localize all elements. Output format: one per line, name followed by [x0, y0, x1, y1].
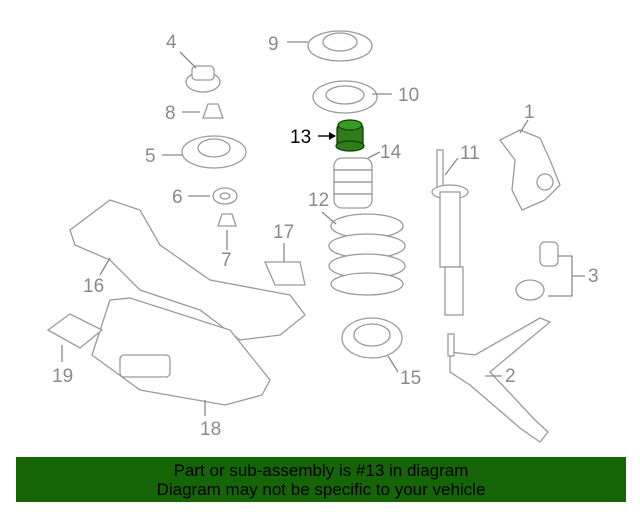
part-7-nut[interactable]	[217, 213, 237, 227]
callout-19[interactable]: 19	[52, 366, 73, 387]
callout-6[interactable]: 6	[172, 187, 183, 208]
part-3-bushings[interactable]	[515, 241, 559, 301]
part-6-washer[interactable]	[212, 187, 238, 205]
callout-2[interactable]: 2	[505, 366, 516, 387]
notice-line-2: Diagram may not be specific to your vehi…	[156, 480, 486, 499]
callout-9[interactable]: 9	[268, 34, 279, 55]
part-15-lower-spring-pad[interactable]	[341, 317, 403, 359]
part-2-control-arm[interactable]	[447, 317, 552, 443]
part-10-spring-pad[interactable]	[312, 80, 378, 114]
callout-4[interactable]: 4	[166, 32, 177, 53]
part-5-upper-mount[interactable]	[181, 135, 247, 169]
part-16-subframe[interactable]	[69, 199, 306, 341]
part-4-strut-mount[interactable]	[185, 65, 221, 93]
diagram-notice-banner: Part or sub-assembly is #13 in diagram D…	[16, 457, 626, 502]
callout-12[interactable]: 12	[308, 190, 329, 211]
part-8-bump-cap[interactable]	[202, 103, 224, 119]
part-14-dust-boot[interactable]	[333, 157, 373, 209]
callout-15[interactable]: 15	[400, 368, 421, 389]
callout-16[interactable]: 16	[83, 276, 104, 297]
callout-8[interactable]: 8	[165, 103, 176, 124]
callout-5[interactable]: 5	[145, 146, 156, 167]
part-11-strut[interactable]	[431, 149, 469, 316]
part-17-bracket[interactable]	[264, 261, 306, 286]
part-12-coil-spring[interactable]	[328, 213, 406, 296]
callout-3[interactable]: 3	[588, 266, 599, 287]
part-18-splash-shield[interactable]	[91, 297, 271, 406]
callout-10[interactable]: 10	[398, 85, 419, 106]
part-9-spring-seat[interactable]	[307, 30, 373, 62]
callout-7[interactable]: 7	[221, 250, 232, 271]
callout-17[interactable]: 17	[273, 222, 294, 243]
callout-1[interactable]: 1	[524, 102, 535, 123]
callout-11[interactable]: 11	[460, 143, 480, 164]
part-1-steering-knuckle[interactable]	[499, 129, 561, 211]
callout-13[interactable]: 13	[290, 127, 311, 148]
part-13-bump-stop[interactable]	[335, 119, 365, 152]
part-19-cover-plate[interactable]	[46, 313, 104, 349]
notice-line-1: Part or sub-assembly is #13 in diagram	[173, 461, 469, 480]
callout-18[interactable]: 18	[200, 419, 221, 440]
callout-14[interactable]: 14	[380, 142, 402, 163]
